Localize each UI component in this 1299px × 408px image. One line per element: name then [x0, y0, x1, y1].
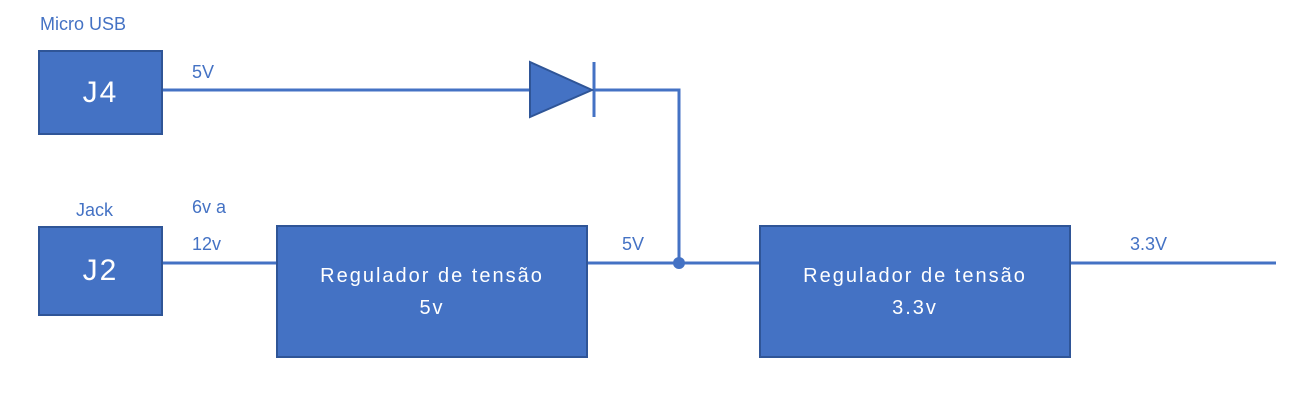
- regulator-3v3-value: 3.3v: [892, 296, 938, 319]
- jack-input-range-line2: 12v: [192, 234, 222, 254]
- connector-j2-label: J2: [82, 254, 119, 287]
- regulator-5v-value: 5v: [419, 296, 445, 319]
- connector-j4: J4: [38, 50, 163, 135]
- junction-node: [673, 257, 685, 269]
- regulator-3v3: Regulador de tensão 3.3v: [759, 225, 1071, 358]
- j4-output-voltage: 5V: [192, 62, 215, 82]
- connector-j2: J2: [38, 226, 163, 316]
- reg33-output-voltage: 3.3V: [1130, 234, 1168, 254]
- wire-diode-to-node: [594, 88, 681, 263]
- reg5-output-voltage: 5V: [622, 234, 645, 254]
- regulator-5v-title: Regulador de tensão: [320, 264, 544, 287]
- connector-j4-label: J4: [82, 75, 119, 109]
- regulator-5v: Regulador de tensão 5v: [276, 225, 588, 358]
- j2-caption: Jack: [76, 200, 114, 220]
- jack-input-range-line1: 6v a: [192, 197, 227, 217]
- diode-icon: [529, 60, 595, 119]
- j4-caption: Micro USB: [40, 14, 127, 34]
- regulator-3v3-title: Regulador de tensão: [803, 264, 1027, 287]
